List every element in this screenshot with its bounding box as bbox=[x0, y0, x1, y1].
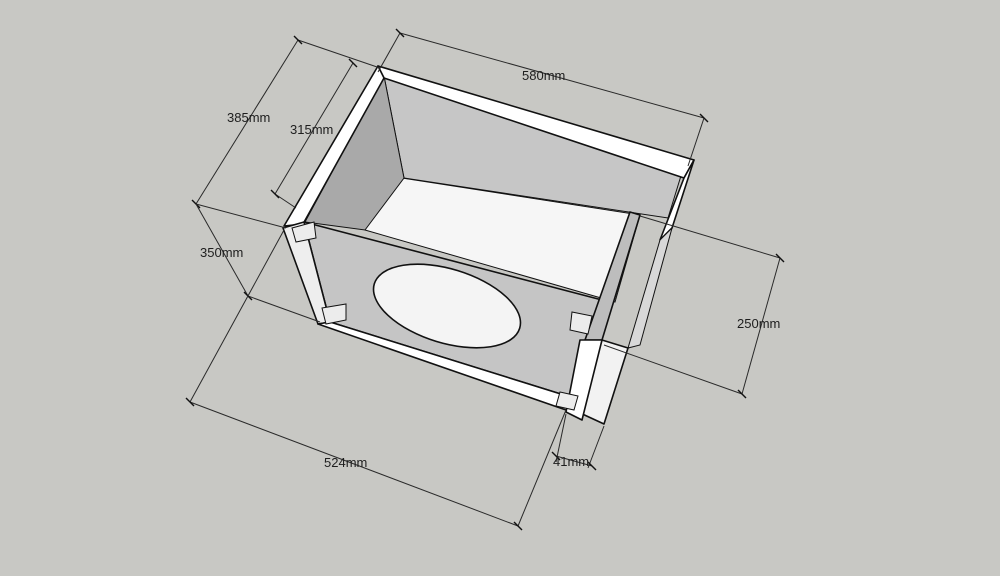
corner-brace-top-right bbox=[569, 311, 593, 335]
right-outer-side bbox=[627, 226, 673, 349]
label-height: 350mm bbox=[200, 245, 243, 260]
dimension-lines bbox=[185, 28, 785, 531]
speaker-box bbox=[282, 65, 695, 425]
corner-brace-top-left bbox=[291, 221, 317, 243]
label-top-length: 580mm bbox=[522, 68, 565, 83]
label-port-height: 250mm bbox=[737, 316, 780, 331]
label-inner-depth: 315mm bbox=[290, 122, 333, 137]
corner-brace-bottom-left bbox=[321, 303, 347, 325]
label-bottom-length: 524mm bbox=[324, 455, 367, 470]
label-outer-depth: 385mm bbox=[227, 110, 270, 125]
dimension-labels: 580mm 385mm 315mm 350mm 250mm 524mm 41mm bbox=[200, 68, 780, 470]
label-port-width: 41mm bbox=[553, 454, 589, 469]
corner-brace-bottom-right bbox=[555, 391, 579, 411]
speaker-hole bbox=[372, 263, 522, 349]
